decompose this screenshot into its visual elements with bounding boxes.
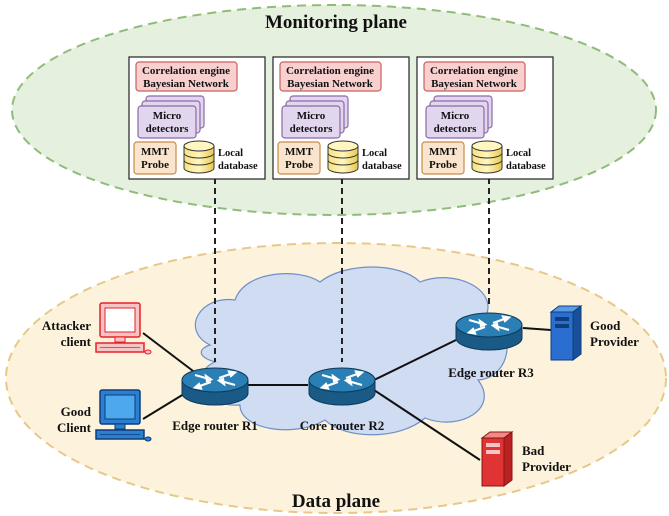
micro-label-line1: Micro bbox=[153, 110, 182, 122]
router-icon bbox=[455, 312, 523, 351]
micro-label-line1: Micro bbox=[297, 110, 326, 122]
monitoring-unit-1: Correlation engine Bayesian Network Micr… bbox=[128, 56, 266, 180]
good-provider-label-line1: Good bbox=[590, 318, 621, 333]
monitoring-unit-2: Correlation engine Bayesian Network Micr… bbox=[272, 56, 410, 180]
server-icon bbox=[549, 305, 583, 361]
db-label-line1: Local bbox=[506, 148, 531, 159]
micro-label-line2: detectors bbox=[434, 123, 477, 135]
computer-icon bbox=[95, 389, 152, 442]
mmt-probe-box bbox=[277, 141, 321, 175]
correlation-engine-box bbox=[423, 61, 526, 92]
engine-label-line2: Bayesian Network bbox=[143, 78, 230, 90]
attacker-client-label-line2: client bbox=[61, 334, 92, 349]
micro-label-line2: detectors bbox=[146, 123, 189, 135]
probe-label-line1: MMT bbox=[285, 146, 314, 158]
monitoring-unit-3: Correlation engine Bayesian Network Micr… bbox=[416, 56, 554, 180]
bad-provider-label-line1: Bad bbox=[522, 443, 545, 458]
edge-router-r1-label: Edge router R1 bbox=[172, 418, 257, 433]
probe-label-line1: MMT bbox=[429, 146, 458, 158]
engine-label-line1: Correlation engine bbox=[142, 65, 230, 77]
server-icon bbox=[480, 431, 514, 487]
edge-router-r3-label: Edge router R3 bbox=[448, 365, 534, 380]
mmt-probe-box bbox=[421, 141, 465, 175]
network-links bbox=[142, 327, 552, 461]
micro-detectors-box bbox=[137, 105, 197, 139]
attacker-client-label-line1: Attacker bbox=[42, 318, 91, 333]
probe-label-line2: Probe bbox=[285, 159, 313, 171]
good-provider-label-line2: Provider bbox=[590, 334, 639, 349]
core-router-r2-label: Core router R2 bbox=[300, 418, 384, 433]
probe-label-line2: Probe bbox=[141, 159, 169, 171]
micro-detectors-box bbox=[281, 105, 341, 139]
router-icon bbox=[181, 367, 249, 406]
micro-label-line2: detectors bbox=[290, 123, 333, 135]
db-label-line1: Local bbox=[362, 148, 387, 159]
database-icon bbox=[327, 140, 359, 174]
probe-label-line2: Probe bbox=[429, 159, 457, 171]
mmt-probe-box bbox=[133, 141, 177, 175]
db-label-line2: database bbox=[362, 161, 402, 172]
good-client-label-line2: Client bbox=[57, 420, 92, 435]
engine-label-line1: Correlation engine bbox=[430, 65, 518, 77]
data-plane-title: Data plane bbox=[292, 491, 380, 512]
monitoring-plane-title: Monitoring plane bbox=[265, 12, 407, 33]
db-label-line1: Local bbox=[218, 148, 243, 159]
probe-label-line1: MMT bbox=[141, 146, 170, 158]
correlation-engine-box bbox=[135, 61, 238, 92]
engine-label-line2: Bayesian Network bbox=[431, 78, 518, 90]
micro-label-line1: Micro bbox=[441, 110, 470, 122]
db-label-line2: database bbox=[506, 161, 546, 172]
engine-label-line1: Correlation engine bbox=[286, 65, 374, 77]
micro-detectors-box bbox=[425, 105, 485, 139]
correlation-engine-box bbox=[279, 61, 382, 92]
cloud-icon bbox=[194, 266, 508, 436]
good-client-label-line1: Good bbox=[61, 404, 92, 419]
database-icon bbox=[471, 140, 503, 174]
router-icon bbox=[308, 367, 376, 406]
database-icon bbox=[183, 140, 215, 174]
bad-provider-label-line2: Provider bbox=[522, 459, 571, 474]
engine-label-line2: Bayesian Network bbox=[287, 78, 374, 90]
db-label-line2: database bbox=[218, 161, 258, 172]
computer-icon bbox=[95, 302, 152, 355]
